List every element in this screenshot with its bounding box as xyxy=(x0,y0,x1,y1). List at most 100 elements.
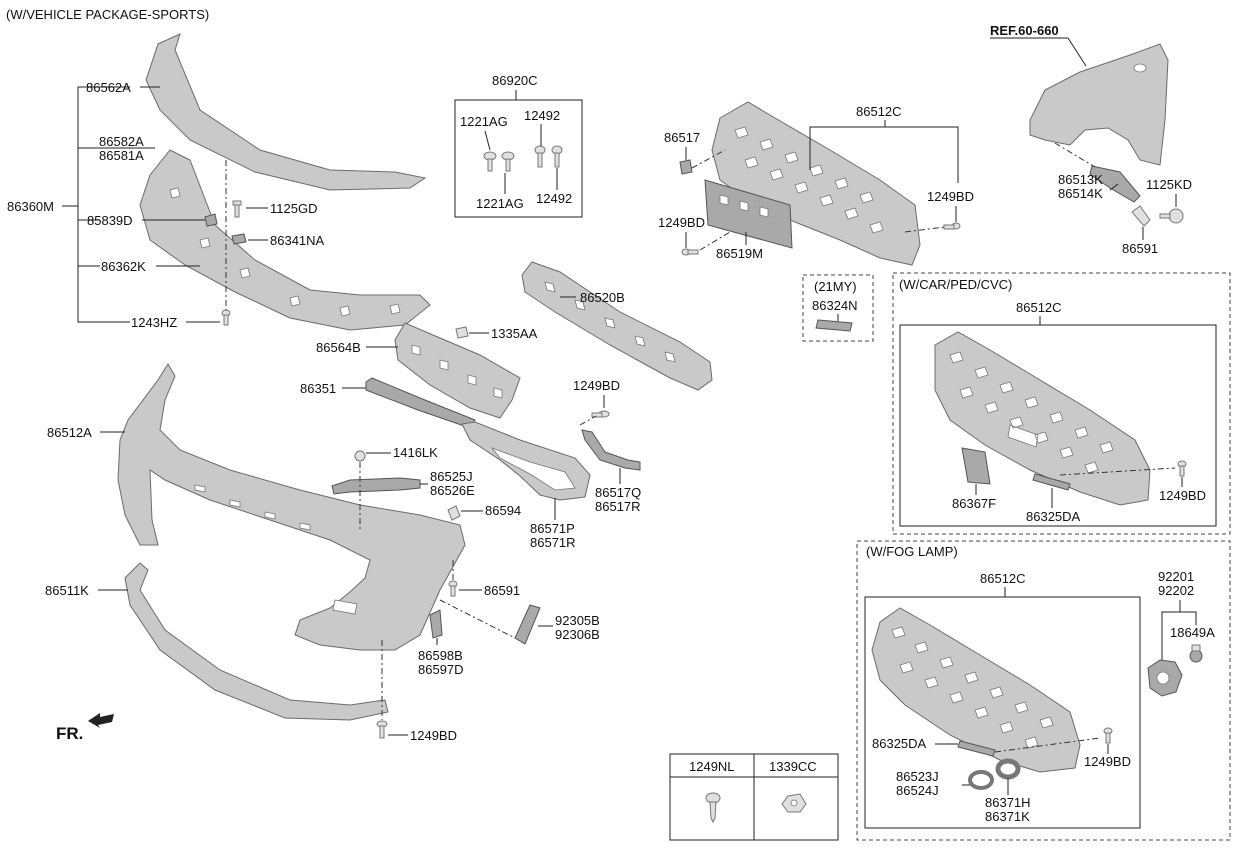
label-86517R[interactable]: 86517R xyxy=(595,499,641,514)
screw-1249BD-fog xyxy=(1103,727,1113,744)
label-86920C[interactable]: 86920C xyxy=(492,73,538,88)
label-86360M[interactable]: 86360M xyxy=(7,199,54,214)
bolt-1125GD xyxy=(232,200,242,218)
label-86581A[interactable]: 86581A xyxy=(99,148,144,163)
screw-1249NL-icon xyxy=(705,792,721,824)
axis-car xyxy=(1059,467,1176,476)
label-86523J[interactable]: 86523J xyxy=(896,769,939,784)
label-86562A[interactable]: 86562A xyxy=(86,80,131,95)
reflector-92305B xyxy=(514,604,541,645)
molding-86325DA-car xyxy=(1032,473,1071,491)
screw-1249BD-bottom xyxy=(376,720,388,739)
kit-leader-1 xyxy=(484,130,491,151)
table-header-1249NL[interactable]: 1249NL xyxy=(689,759,735,774)
label-1125KD[interactable]: 1125KD xyxy=(1146,177,1192,192)
label-1249BD-bottom[interactable]: 1249BD xyxy=(410,728,457,743)
bracket-86512C-top xyxy=(809,126,959,183)
lip-86511K xyxy=(124,562,389,721)
axis-fog xyxy=(994,737,1101,753)
label-1249BD-car[interactable]: 1249BD xyxy=(1159,488,1206,503)
label-86512C-car[interactable]: 86512C xyxy=(1016,300,1062,315)
package-sports-title: (W/VEHICLE PACKAGE-SPORTS) xyxy=(6,7,209,22)
label-1221AG-bottom[interactable]: 1221AG xyxy=(476,196,524,211)
label-1243HZ[interactable]: 1243HZ xyxy=(131,315,177,330)
bolt-1416LK xyxy=(354,450,366,462)
absorber-86520B xyxy=(521,261,713,391)
label-86520B[interactable]: 86520B xyxy=(580,290,625,305)
inner-box-car xyxy=(899,324,1217,527)
bracket-86564B xyxy=(394,322,521,419)
label-18649A[interactable]: 18649A xyxy=(1170,625,1215,640)
label-92202[interactable]: 92202 xyxy=(1158,583,1194,598)
label-1249BD-grille-left[interactable]: 1249BD xyxy=(658,215,705,230)
label-85839D[interactable]: 85839D xyxy=(87,213,133,228)
label-1249BD-grille-right[interactable]: 1249BD xyxy=(927,189,974,204)
label-86324N[interactable]: 86324N xyxy=(812,298,858,313)
label-86519M[interactable]: 86519M xyxy=(716,246,763,261)
label-fog-lamp: (W/FOG LAMP) xyxy=(866,544,958,559)
label-1335AA[interactable]: 1335AA xyxy=(491,326,538,341)
bracket-92201 xyxy=(1161,611,1197,660)
label-86582A[interactable]: 86582A xyxy=(99,134,144,149)
label-1249BD-fog[interactable]: 1249BD xyxy=(1084,754,1131,769)
label-86351[interactable]: 86351 xyxy=(300,381,336,396)
label-86517[interactable]: 86517 xyxy=(664,130,700,145)
label-86512A[interactable]: 86512A xyxy=(47,425,92,440)
label-86325DA-fog[interactable]: 86325DA xyxy=(872,736,927,751)
molding-86325DA-fog xyxy=(957,740,996,757)
screw-1249BD-car xyxy=(1177,460,1187,477)
label-86362K[interactable]: 86362K xyxy=(101,259,146,274)
label-86597D[interactable]: 86597D xyxy=(418,662,464,677)
label-12492-top[interactable]: 12492 xyxy=(524,108,560,123)
label-86513K[interactable]: 86513K xyxy=(1058,172,1103,187)
label-86571P[interactable]: 86571P xyxy=(530,521,575,536)
mid-screw-axis xyxy=(579,415,597,426)
bracket-86525J xyxy=(331,477,421,495)
label-1416LK[interactable]: 1416LK xyxy=(393,445,438,460)
bulb-18649A xyxy=(1189,644,1203,663)
front-direction-label: FR. xyxy=(56,724,83,743)
label-86371K[interactable]: 86371K xyxy=(985,809,1030,824)
label-86512C-top[interactable]: 86512C xyxy=(856,104,902,119)
label-86341NA[interactable]: 86341NA xyxy=(270,233,325,248)
label-86524J[interactable]: 86524J xyxy=(896,783,939,798)
box-21my xyxy=(802,274,874,342)
ref-label[interactable]: REF.60-660 xyxy=(990,23,1059,38)
table-header-1339CC[interactable]: 1339CC xyxy=(769,759,817,774)
label-86514K[interactable]: 86514K xyxy=(1058,186,1103,201)
label-92305B[interactable]: 92305B xyxy=(555,613,600,628)
label-1221AG-top[interactable]: 1221AG xyxy=(460,114,508,129)
bracket-86517Q xyxy=(581,429,641,471)
screw-86591-bumper xyxy=(448,580,458,597)
screw-1249BD-grille-left xyxy=(681,248,699,256)
fender-axis xyxy=(1054,142,1096,168)
beam-86362K xyxy=(139,149,431,331)
screw-1249BD-grille-right xyxy=(943,222,961,230)
label-86517Q[interactable]: 86517Q xyxy=(595,485,641,500)
label-86367F[interactable]: 86367F xyxy=(952,496,996,511)
clip-86517 xyxy=(679,159,693,175)
label-1249BD-mid[interactable]: 1249BD xyxy=(573,378,620,393)
label-92201[interactable]: 92201 xyxy=(1158,569,1194,584)
clip-1335AA xyxy=(455,326,469,339)
axis-92305B xyxy=(439,599,516,639)
label-86526E[interactable]: 86526E xyxy=(430,483,475,498)
label-86511K[interactable]: 86511K xyxy=(45,583,89,598)
label-86325DA-car[interactable]: 86325DA xyxy=(1026,509,1081,524)
label-86512C-fog[interactable]: 86512C xyxy=(980,571,1026,586)
label-92306B[interactable]: 92306B xyxy=(555,627,600,642)
spoiler-86562A xyxy=(145,33,427,191)
front-arrow-icon xyxy=(88,713,114,728)
label-86594[interactable]: 86594 xyxy=(485,503,521,518)
label-86564B[interactable]: 86564B xyxy=(316,340,361,355)
label-86591-bumper[interactable]: 86591 xyxy=(484,583,520,598)
label-12492-bottom[interactable]: 12492 xyxy=(536,191,572,206)
label-86571R[interactable]: 86571R xyxy=(530,535,576,550)
label-86591-fender[interactable]: 86591 xyxy=(1122,241,1158,256)
bracket-86513K xyxy=(1089,165,1141,203)
label-86525J[interactable]: 86525J xyxy=(430,469,473,484)
label-86371H[interactable]: 86371H xyxy=(985,795,1031,810)
label-1125GD[interactable]: 1125GD xyxy=(270,201,317,216)
label-86598B[interactable]: 86598B xyxy=(418,648,463,663)
